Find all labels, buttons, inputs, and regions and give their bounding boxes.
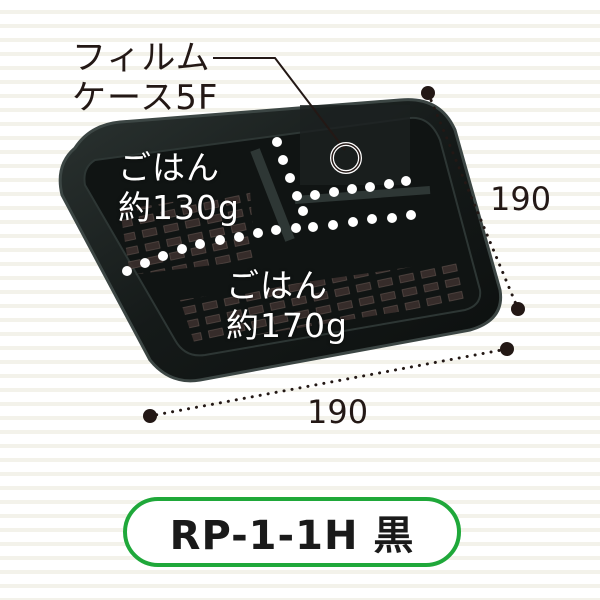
model-label: RP-1-1H 黒 <box>169 513 415 559</box>
depth-dimension: 190 <box>490 180 552 218</box>
compartment-small-amount: 約130g <box>118 188 240 227</box>
compartment-small-name: ごはん <box>118 148 220 187</box>
width-dimension: 190 <box>307 393 369 431</box>
film-case-callout: フィルム ケース5F <box>72 38 219 118</box>
callout-line1: フィルム <box>72 38 211 78</box>
compartment-large-label: ごはん 約170g <box>226 266 348 346</box>
compartment-small-label: ごはん 約130g <box>118 148 240 228</box>
callout-line2: ケース5F <box>72 78 219 118</box>
compartment-large-amount: 約170g <box>226 306 348 345</box>
model-badge: RP-1-1H 黒 <box>123 497 461 567</box>
compartment-large-name: ごはん <box>226 266 328 305</box>
